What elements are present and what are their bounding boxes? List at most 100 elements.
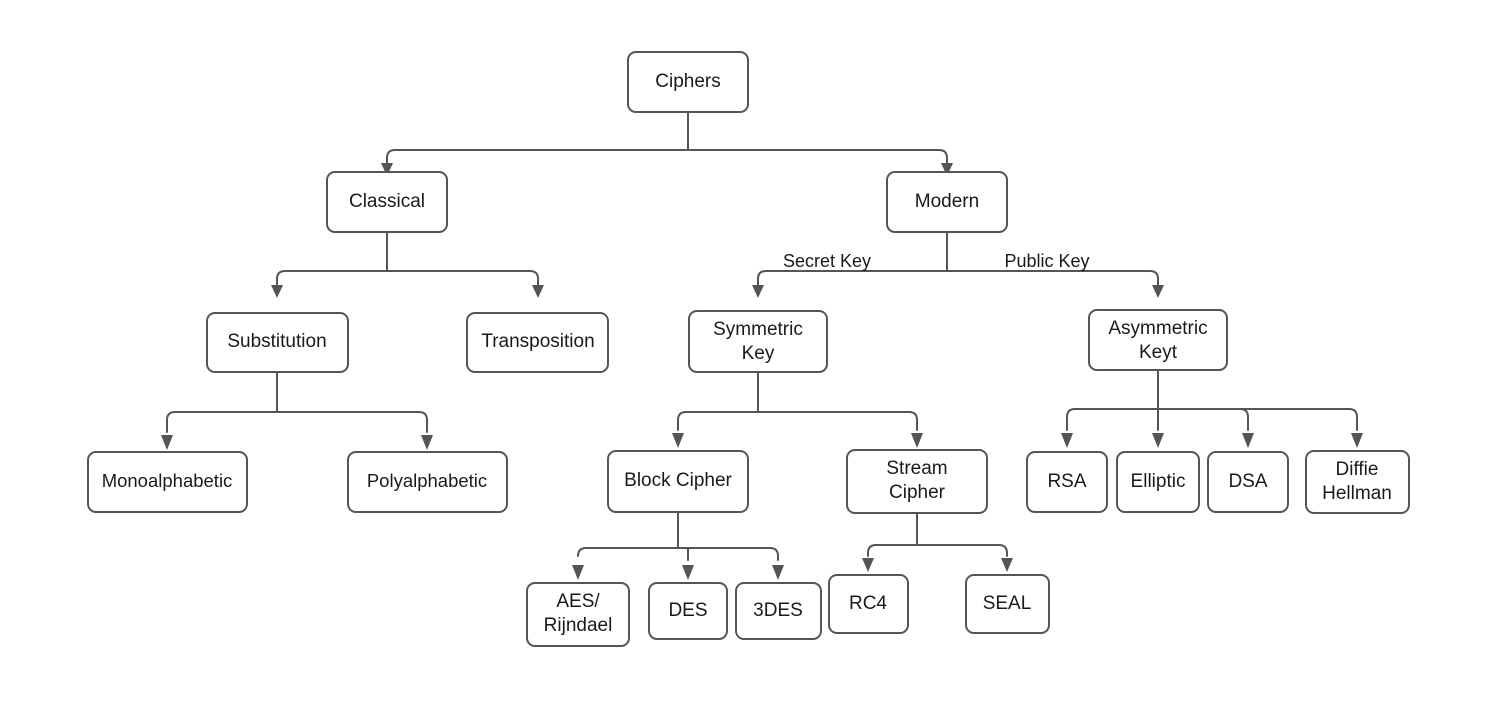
- arrowhead-monoalphabetic: [161, 435, 173, 450]
- node-rc4[interactable]: RC4: [828, 574, 909, 634]
- node-aes-rijndael-label-line1: AES/: [556, 591, 600, 612]
- node-substitution-label: Substitution: [227, 331, 326, 352]
- edge-substitution-to-polyalphabetic: [276, 411, 428, 433]
- node-rsa-label: RSA: [1047, 471, 1086, 492]
- node-diffie-hellman[interactable]: Diffie Hellman: [1305, 450, 1410, 514]
- edge-classical-to-transposition: [386, 270, 539, 291]
- node-classical-label: Classical: [349, 191, 425, 212]
- node-elliptic-box[interactable]: [1116, 451, 1200, 513]
- arrowhead-modern: [941, 163, 953, 176]
- node-substitution-box[interactable]: [206, 312, 349, 373]
- node-substitution[interactable]: Substitution: [206, 312, 349, 373]
- edge-asymmetric-to-dsa: [1157, 408, 1249, 431]
- edge-ciphers-to-classical: [386, 149, 689, 169]
- node-asymmetric-key[interactable]: Asymmetric Keyt: [1088, 309, 1228, 371]
- node-stream-cipher-box[interactable]: [846, 449, 988, 514]
- node-modern[interactable]: Modern: [886, 171, 1008, 233]
- node-stream-cipher[interactable]: Stream Cipher: [846, 449, 988, 514]
- arrowhead-3des: [772, 565, 784, 580]
- node-monoalphabetic-box[interactable]: [87, 451, 248, 513]
- node-des-label: DES: [668, 600, 707, 621]
- nodes-layer: Ciphers Classical Modern Substitution Tr…: [87, 51, 1410, 647]
- edges-layer: [161, 111, 1363, 580]
- edge-asymmetric-to-rsa: [1066, 408, 1159, 431]
- arrowhead-seal: [1001, 558, 1013, 572]
- node-seal-box[interactable]: [965, 574, 1050, 634]
- node-elliptic-label: Elliptic: [1131, 471, 1186, 492]
- node-symmetric-key-label-line2: Key: [742, 343, 775, 364]
- edge-stream-to-seal: [916, 544, 1008, 557]
- node-modern-box[interactable]: [886, 171, 1008, 233]
- node-polyalphabetic-box[interactable]: [347, 451, 508, 513]
- node-modern-label: Modern: [915, 191, 979, 212]
- edge-label-public-key: Public Key: [1004, 251, 1089, 271]
- arrowhead-elliptic: [1152, 433, 1164, 448]
- node-diffie-hellman-label-line2: Hellman: [1322, 483, 1392, 504]
- edge-symmetric-to-stream: [757, 411, 918, 431]
- arrowhead-diffie-hellman: [1351, 433, 1363, 448]
- node-ciphers-box[interactable]: [627, 51, 749, 113]
- node-classical[interactable]: Classical: [326, 171, 448, 233]
- node-ciphers-label: Ciphers: [655, 71, 720, 92]
- node-rsa-box[interactable]: [1026, 451, 1108, 513]
- node-3des[interactable]: 3DES: [735, 582, 822, 640]
- node-elliptic[interactable]: Elliptic: [1116, 451, 1200, 513]
- node-stream-cipher-label-line2: Cipher: [889, 482, 946, 503]
- node-des[interactable]: DES: [648, 582, 728, 640]
- arrowhead-asymmetric: [1152, 285, 1164, 298]
- arrowhead-aes: [572, 565, 584, 580]
- node-transposition-box[interactable]: [466, 312, 609, 373]
- edge-classical-to-substitution: [276, 270, 388, 291]
- node-asymmetric-key-label-line2: Keyt: [1139, 342, 1178, 363]
- edge-ciphers-to-modern: [687, 149, 948, 169]
- node-polyalphabetic-label: Polyalphabetic: [367, 470, 487, 491]
- node-aes-rijndael-box[interactable]: [526, 582, 630, 647]
- arrowhead-substitution: [271, 285, 283, 298]
- node-classical-box[interactable]: [326, 171, 448, 233]
- node-monoalphabetic[interactable]: Monoalphabetic: [87, 451, 248, 513]
- edge-symmetric-to-block: [677, 411, 759, 431]
- node-transposition[interactable]: Transposition: [466, 312, 609, 373]
- node-asymmetric-key-box[interactable]: [1088, 309, 1228, 371]
- node-symmetric-key-box[interactable]: [688, 310, 828, 373]
- node-rc4-label: RC4: [849, 593, 887, 614]
- node-rsa[interactable]: RSA: [1026, 451, 1108, 513]
- edge-label-secret-key: Secret Key: [783, 251, 871, 271]
- arrowhead-rsa: [1061, 433, 1073, 448]
- node-polyalphabetic[interactable]: Polyalphabetic: [347, 451, 508, 513]
- node-aes-rijndael-label-line2: Rijndael: [544, 615, 613, 636]
- node-dsa[interactable]: DSA: [1207, 451, 1289, 513]
- edge-modern-to-asymmetric: [946, 270, 1159, 291]
- node-seal[interactable]: SEAL: [965, 574, 1050, 634]
- arrowhead-des: [682, 565, 694, 580]
- arrowhead-classical: [381, 163, 393, 176]
- arrowhead-stream-cipher: [911, 433, 923, 448]
- node-symmetric-key-label-line1: Symmetric: [713, 319, 803, 340]
- node-dsa-box[interactable]: [1207, 451, 1289, 513]
- edge-asymmetric-to-diffie-hellman: [1157, 408, 1358, 431]
- node-transposition-label: Transposition: [481, 331, 594, 352]
- node-block-cipher[interactable]: Block Cipher: [607, 450, 749, 513]
- edge-stream-to-rc4: [867, 544, 918, 557]
- arrowhead-dsa: [1242, 433, 1254, 448]
- node-diffie-hellman-label-line1: Diffie: [1336, 459, 1379, 480]
- node-3des-box[interactable]: [735, 582, 822, 640]
- node-ciphers[interactable]: Ciphers: [627, 51, 749, 113]
- node-diffie-hellman-box[interactable]: [1305, 450, 1410, 514]
- node-aes-rijndael[interactable]: AES/ Rijndael: [526, 582, 630, 647]
- node-block-cipher-label: Block Cipher: [624, 470, 732, 491]
- arrowhead-transposition: [532, 285, 544, 298]
- arrowhead-block-cipher: [672, 433, 684, 448]
- node-stream-cipher-label-line1: Stream: [886, 458, 947, 479]
- edge-modern-to-symmetric: [757, 270, 948, 291]
- node-asymmetric-key-label-line1: Asymmetric: [1108, 318, 1207, 339]
- node-monoalphabetic-label: Monoalphabetic: [102, 470, 233, 491]
- node-block-cipher-box[interactable]: [607, 450, 749, 513]
- node-rc4-box[interactable]: [828, 574, 909, 634]
- edge-block-to-3des: [677, 547, 779, 561]
- arrowhead-symmetric: [752, 285, 764, 298]
- edge-block-to-aes: [577, 547, 679, 557]
- node-symmetric-key[interactable]: Symmetric Key: [688, 310, 828, 373]
- node-des-box[interactable]: [648, 582, 728, 640]
